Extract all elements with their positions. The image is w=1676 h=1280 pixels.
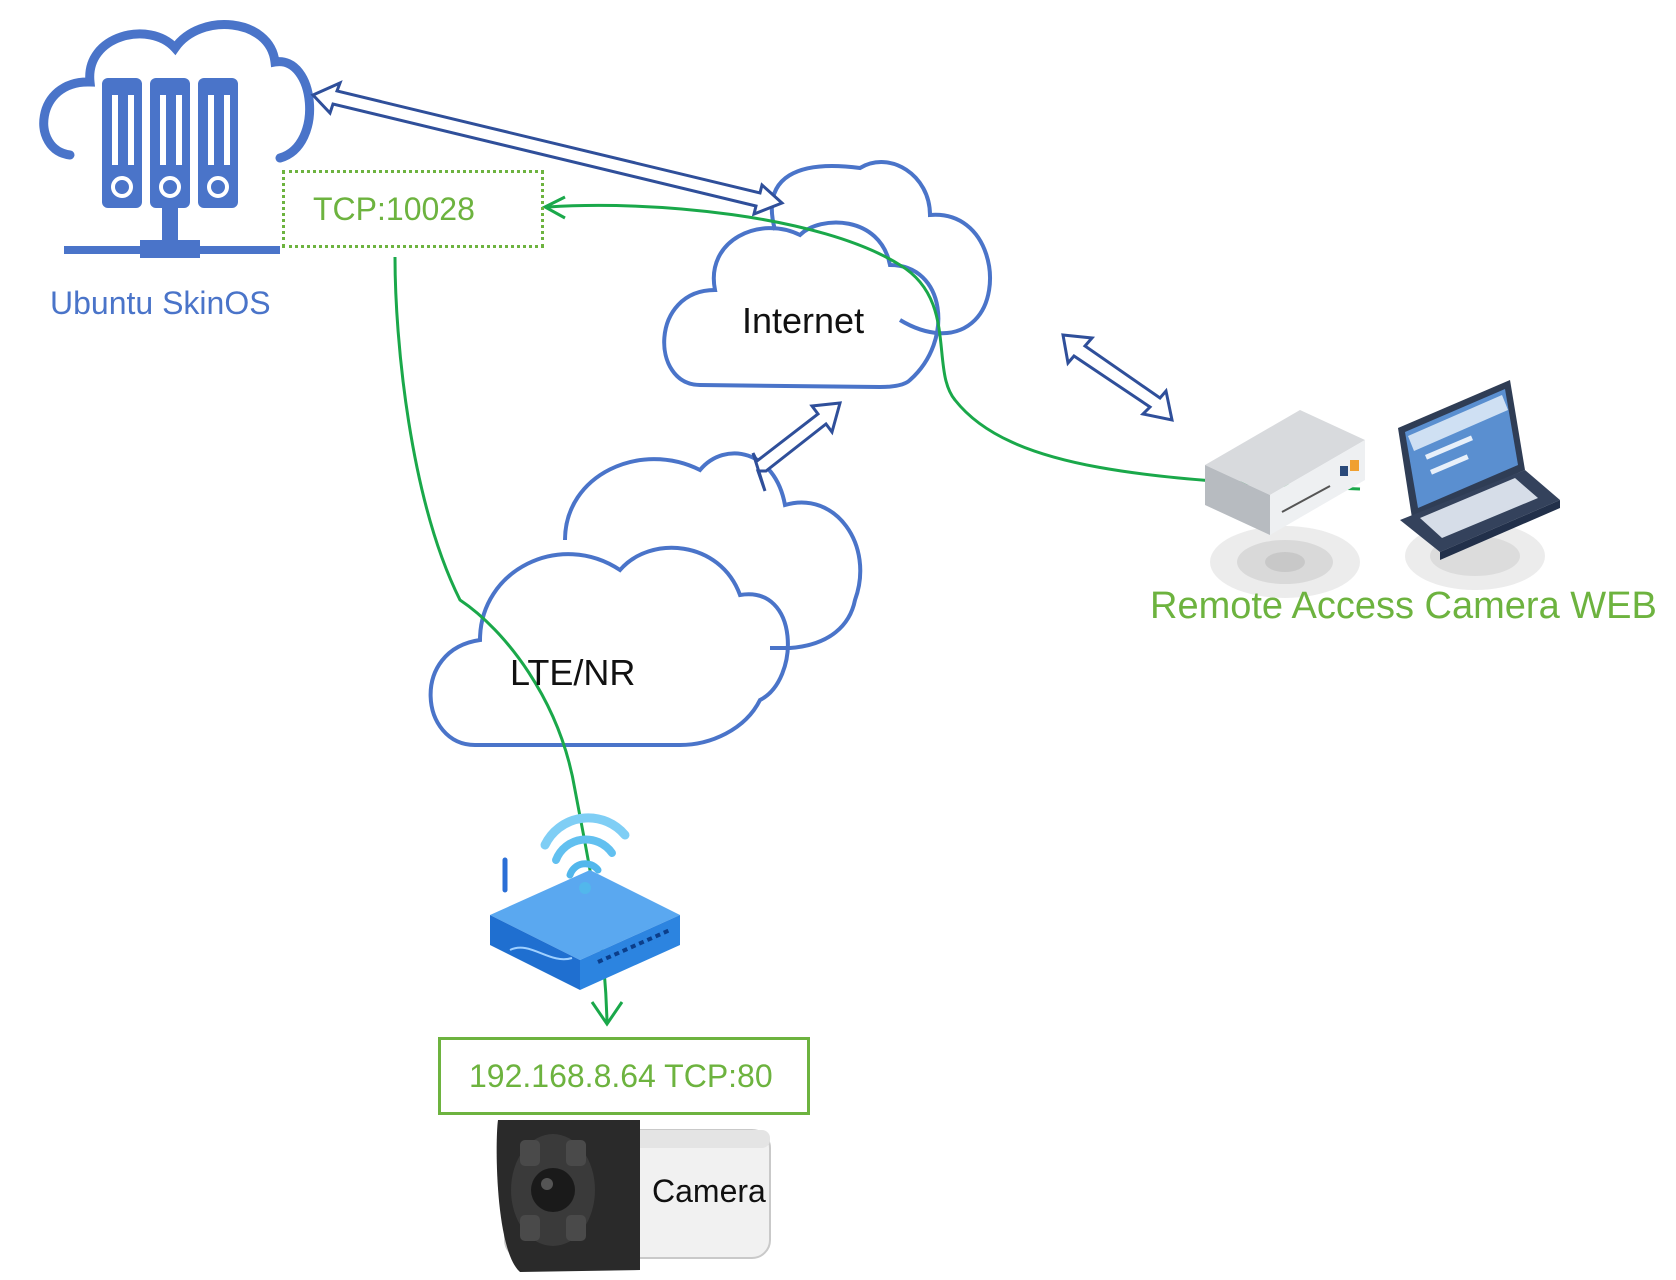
- link-arrow-internet-remote: [1061, 333, 1174, 422]
- laptop-icon: [1398, 380, 1560, 560]
- network-box-icon: [1205, 410, 1365, 535]
- link-arrow-server-internet: [310, 80, 785, 217]
- lte-label: LTE/NR: [510, 652, 636, 693]
- server-cloud-icon: [39, 20, 315, 258]
- path-remote-to-server: [541, 195, 1361, 491]
- server-port-box: TCP:10028: [282, 170, 544, 248]
- camera-endpoint-label: 192.168.8.64 TCP:80: [469, 1058, 773, 1094]
- remote-access-label: Remote Access Camera WEB: [1150, 585, 1657, 627]
- camera-endpoint-box: 192.168.8.64 TCP:80: [438, 1037, 810, 1115]
- internet-label: Internet: [742, 300, 865, 341]
- link-arrow-lte-internet: [751, 401, 843, 492]
- server-label: Ubuntu SkinOS: [50, 285, 271, 321]
- wifi-signal-icon: [540, 813, 630, 894]
- camera-icon: [496, 1120, 771, 1272]
- lte-cloud-icon: [428, 451, 863, 747]
- camera-label: Camera: [652, 1173, 766, 1209]
- router-icon: [490, 857, 680, 990]
- server-port-label: TCP:10028: [313, 191, 475, 227]
- internet-cloud-icon: [662, 160, 992, 390]
